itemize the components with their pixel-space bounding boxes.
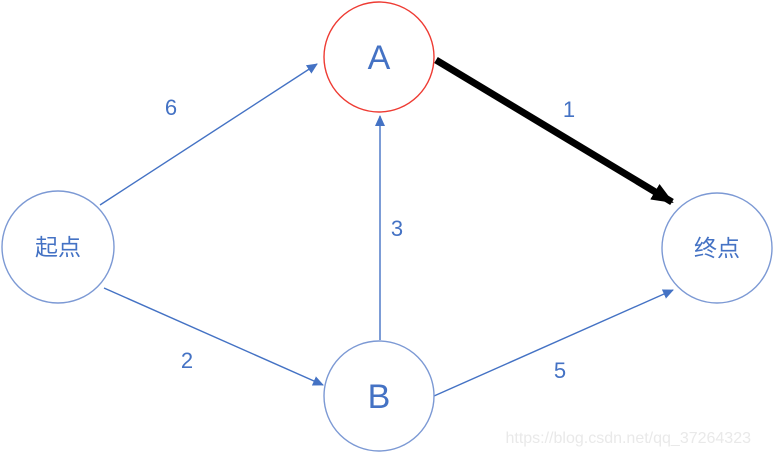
edge-weight-a-end: 1 [563,97,575,122]
edge-weight-start-a: 6 [165,95,177,120]
node-start-label: 起点 [35,234,81,260]
node-end-label: 终点 [694,235,740,261]
edge-b-to-end [433,289,674,397]
node-b-label: B [368,378,391,416]
edge-a-to-end-bold [434,57,674,205]
node-start-circle [1,190,115,304]
edge-weight-b-end: 5 [554,358,566,383]
node-end-circle [661,192,773,304]
edge-weight-start-b: 2 [181,348,193,373]
node-a-label: A [368,39,391,77]
node-a-circle-highlighted [323,1,435,113]
edge-weight-b-a: 3 [391,216,403,241]
watermark-text: https://blog.csdn.net/qq_37264323 [505,430,751,447]
edge-start-to-a [99,63,318,206]
node-b-circle [323,340,435,452]
edge-start-to-b [103,287,324,386]
